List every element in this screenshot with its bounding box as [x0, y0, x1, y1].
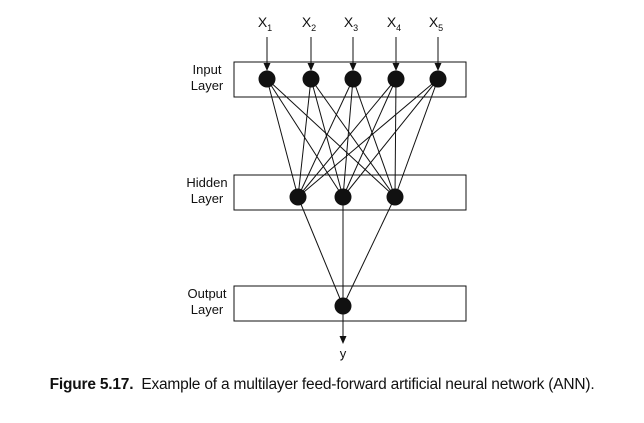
input-node-1 — [258, 70, 276, 88]
edge-input5-hidden2 — [342, 78, 439, 198]
input-label-subscript: 5 — [438, 23, 443, 33]
edge-hidden1-output — [297, 196, 344, 307]
hidden-layer-label-line: Layer — [191, 191, 224, 206]
caption-text: Example of a multilayer feed-forward art… — [141, 376, 595, 393]
edge-input5-hidden1 — [297, 78, 439, 198]
edge-input4-hidden1 — [297, 78, 397, 198]
input-label-subscript: 1 — [267, 23, 272, 33]
edge-input4-hidden3 — [394, 78, 397, 198]
input-layer-label-line: Layer — [191, 78, 224, 93]
input-node-5 — [429, 70, 447, 88]
input-label-subscript: 3 — [353, 23, 358, 33]
output-arrowhead — [339, 336, 347, 344]
input-layer-label-line: Input — [193, 62, 222, 77]
hidden-node-3 — [386, 188, 404, 206]
edge-input3-hidden3 — [352, 78, 396, 198]
input-label-x4: X4 — [387, 14, 401, 33]
input-node-4 — [387, 70, 405, 88]
input-label-base: X — [258, 14, 268, 30]
output-layer-label-line: Output — [187, 286, 226, 301]
input-node-2 — [302, 70, 320, 88]
input-node-3 — [344, 70, 362, 88]
hidden-node-1 — [289, 188, 307, 206]
output-label-y: y — [340, 346, 347, 361]
hidden-node-2 — [334, 188, 352, 206]
edge-input2-hidden2 — [310, 78, 344, 198]
neurons — [258, 70, 447, 315]
input-label-subscript: 4 — [396, 23, 401, 33]
input-label-base: X — [344, 14, 354, 30]
figure-number: Figure 5.17. — [49, 376, 134, 393]
edge-input3-hidden1 — [297, 78, 354, 198]
input-label-subscript: 2 — [311, 23, 316, 33]
input-arrowhead — [263, 63, 271, 71]
edge-input4-hidden2 — [342, 78, 397, 198]
input-label-base: X — [429, 14, 439, 30]
edge-input3-hidden2 — [342, 78, 354, 198]
input-label-x2: X2 — [302, 14, 316, 33]
input-label-x3: X3 — [344, 14, 358, 33]
input-arrowhead — [434, 63, 442, 71]
input-label-base: X — [302, 14, 312, 30]
connections — [266, 78, 439, 307]
edge-input1-hidden3 — [266, 78, 396, 198]
edge-hidden3-output — [342, 196, 396, 307]
output-layer-label-line: Layer — [191, 302, 224, 317]
input-arrowhead — [307, 63, 315, 71]
input-label-x5: X5 — [429, 14, 443, 33]
input-label-x1: X1 — [258, 14, 272, 33]
input-arrowhead — [392, 63, 400, 71]
output-node-1 — [334, 297, 352, 315]
edge-input2-hidden3 — [310, 78, 396, 198]
edge-input5-hidden3 — [394, 78, 439, 198]
figure-caption: Figure 5.17. Example of a multilayer feed… — [0, 376, 644, 394]
edge-input2-hidden1 — [297, 78, 312, 198]
input-label-base: X — [387, 14, 397, 30]
input-arrowhead — [349, 63, 357, 71]
hidden-layer-label-line: Hidden — [186, 175, 227, 190]
edge-input1-hidden1 — [266, 78, 299, 198]
